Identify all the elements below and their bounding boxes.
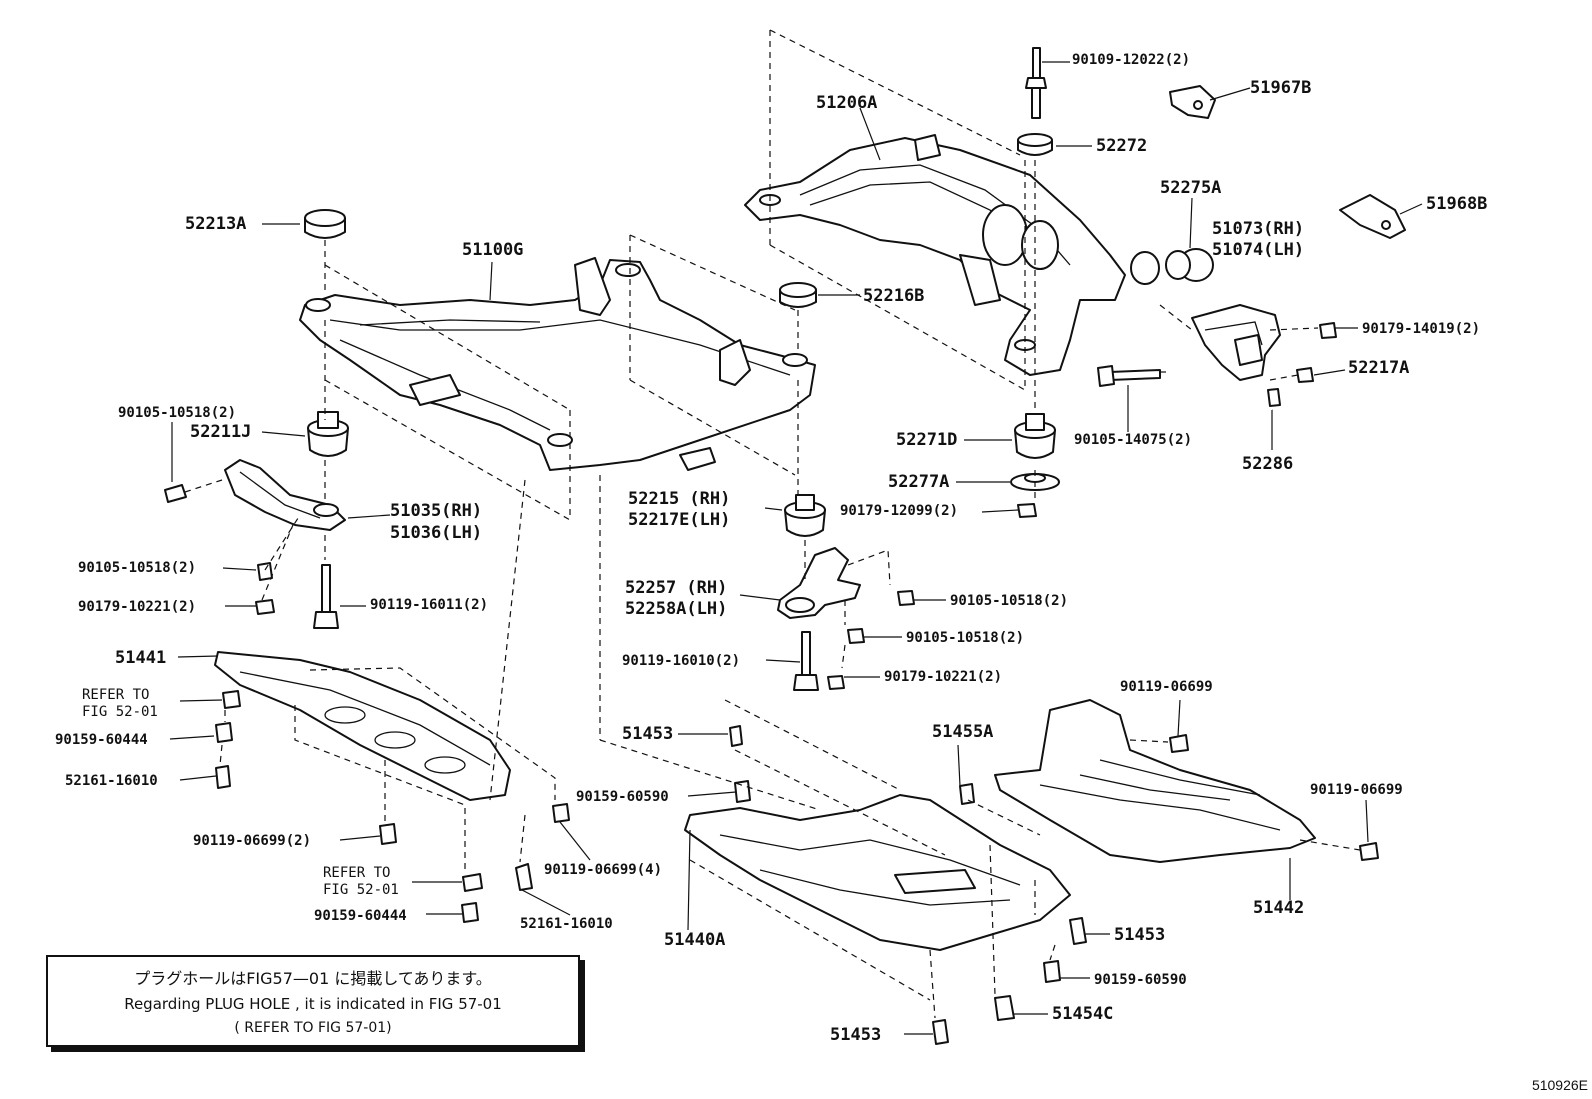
label-90105-10518-b: 90105-10518(2) <box>78 560 197 576</box>
under-cover-51441 <box>214 651 511 801</box>
label-90159-60590-b: 90159-60590 <box>1094 972 1187 988</box>
note-line-english: Regarding PLUG HOLE , it is indicated in… <box>124 995 502 1013</box>
label-52213a: 52213A <box>185 214 247 234</box>
bracket-51968b <box>1339 194 1406 239</box>
label-90119-06699-b: 90119-06699 <box>1310 782 1403 798</box>
label-90159-60590-a: 90159-60590 <box>576 789 669 805</box>
label-51454c: 51454C <box>1052 1004 1114 1024</box>
label-90179-12099: 90179-12099(2) <box>840 503 959 519</box>
label-51035: 51035(RH) <box>390 501 483 521</box>
label-51100g: 51100G <box>462 240 524 260</box>
label-90105-10518-a: 90105-10518(2) <box>118 405 237 421</box>
label-90159-60444-b: 90159-60444 <box>314 908 407 924</box>
label-51453-b: 51453 <box>1114 925 1166 945</box>
assembly-lines <box>184 29 1361 1019</box>
bushing-52275a <box>1130 248 1214 285</box>
label-52275a: 52275A <box>1160 178 1222 198</box>
bushing-52213a <box>304 209 346 239</box>
label-90119-16010: 90119-16010(2) <box>622 653 741 669</box>
leader-lines <box>169 61 1423 1035</box>
plug-hole-note: プラグホールはFIG57—01 に掲載してあります。 Regarding PLU… <box>46 955 580 1047</box>
bracket-52257 <box>777 547 861 619</box>
label-52216b: 52216B <box>863 286 925 306</box>
bushing-52216b <box>779 282 817 308</box>
label-52271d: 52271D <box>896 430 958 450</box>
label-52217a: 52217A <box>1348 358 1410 378</box>
label-51442: 51442 <box>1253 898 1305 918</box>
under-cover-51440a <box>684 794 1071 951</box>
bushing-52271d <box>1014 413 1056 459</box>
label-refer-a2: FIG 52-01 <box>82 704 158 720</box>
label-51968b: 51968B <box>1426 194 1488 214</box>
rear-crossmember-51206a <box>744 134 1126 376</box>
label-refer-a1: REFER TO <box>82 687 150 703</box>
bracket-51035 <box>224 459 346 531</box>
bracket-51967b <box>1169 85 1216 119</box>
label-refer-b2: FIG 52-01 <box>323 882 399 898</box>
mount-51073 <box>1191 304 1281 381</box>
label-51036: 51036(LH) <box>390 523 483 543</box>
label-90105-10518-d: 90105-10518(2) <box>906 630 1025 646</box>
bushing-52272 <box>1017 133 1053 156</box>
figure-code: 510926E <box>1531 1077 1588 1093</box>
bolt-90105-14075 <box>1097 365 1161 387</box>
note-line-japanese: プラグホールはFIG57—01 に掲載してあります。 <box>134 969 492 988</box>
front-crossmember-51100g <box>299 257 816 471</box>
label-90105-14075: 90105-14075(2) <box>1074 432 1193 448</box>
label-90179-10221-b: 90179-10221(2) <box>884 669 1003 685</box>
label-90159-60444-a: 90159-60444 <box>55 732 148 748</box>
bolt-90109-12022 <box>1025 47 1047 119</box>
label-90179-14019: 90179-14019(2) <box>1362 321 1481 337</box>
label-refer-b1: REFER TO <box>323 865 391 881</box>
label-90119-06699-2: 90119-06699(2) <box>193 833 312 849</box>
label-52277a: 52277A <box>888 472 950 492</box>
bolt-90119-16010 <box>793 631 819 691</box>
label-90109-12022: 90109-12022(2) <box>1072 52 1191 68</box>
label-52272: 52272 <box>1096 136 1148 156</box>
label-52257: 52257 (RH) <box>625 578 728 598</box>
under-cover-51442 <box>994 699 1316 863</box>
label-52211j: 52211J <box>190 422 252 442</box>
label-51073: 51073(RH) <box>1212 219 1305 239</box>
label-90119-06699-a: 90119-06699 <box>1120 679 1213 695</box>
bolt-90119-16011 <box>313 564 339 629</box>
note-line-refer: ( REFER TO FIG 57-01) <box>234 1020 392 1036</box>
label-51206a: 51206A <box>816 93 878 113</box>
label-52215: 52215 (RH) <box>628 489 731 509</box>
label-51453-a: 51453 <box>622 724 674 744</box>
label-90105-10518-c: 90105-10518(2) <box>950 593 1069 609</box>
label-51441: 51441 <box>115 648 167 668</box>
label-52286: 52286 <box>1242 454 1294 474</box>
small-fasteners <box>164 322 1379 1045</box>
label-51455a: 51455A <box>932 722 994 742</box>
bushing-52211j <box>307 411 349 457</box>
label-52161-16010-a: 52161-16010 <box>65 773 158 789</box>
label-51074: 51074(LH) <box>1212 240 1305 260</box>
label-51967b: 51967B <box>1250 78 1312 98</box>
label-90119-16011: 90119-16011(2) <box>370 597 489 613</box>
label-52161-16010-b: 52161-16010 <box>520 916 613 932</box>
label-90119-06699-4: 90119-06699(4) <box>544 862 663 878</box>
label-52217e: 52217E(LH) <box>628 510 731 530</box>
label-52258a: 52258A(LH) <box>625 599 728 619</box>
label-90179-10221-a: 90179-10221(2) <box>78 599 197 615</box>
label-51440a: 51440A <box>664 930 726 950</box>
label-51453-c: 51453 <box>830 1025 882 1045</box>
bushing-52215 <box>784 494 826 537</box>
